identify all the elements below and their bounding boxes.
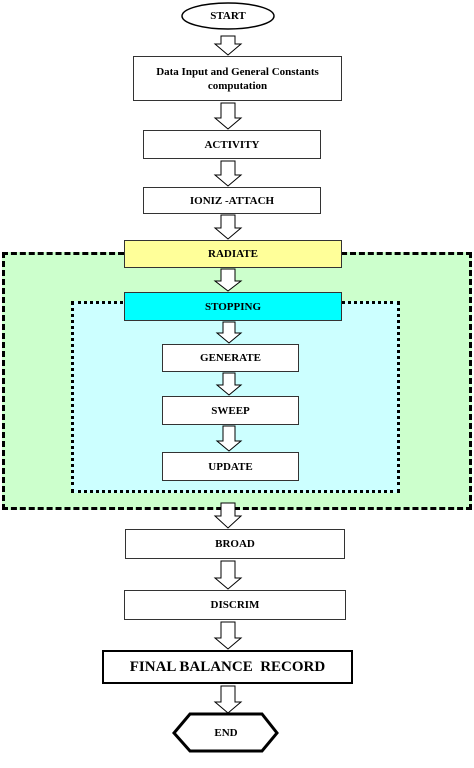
- end-label: END: [214, 727, 238, 739]
- discrim-box: DISCRIM: [124, 590, 346, 620]
- radiate-box: RADIATE: [124, 240, 342, 268]
- arrow-radiate-to-stopping: [213, 268, 243, 292]
- ioniz-attach-box: IONIZ -ATTACH: [143, 187, 321, 214]
- final-balance-box: FINAL BALANCE RECORD: [102, 650, 353, 684]
- arrow-final-to-end: [213, 685, 243, 714]
- stopping-box: STOPPING: [124, 292, 342, 321]
- arrow-input-to-activity: [213, 102, 243, 130]
- broad-box: BROAD: [125, 529, 345, 559]
- update-box: UPDATE: [162, 452, 299, 481]
- arrow-activity-to-ioniz: [213, 160, 243, 187]
- arrow-discrim-to-final: [213, 621, 243, 650]
- sweep-box: SWEEP: [162, 396, 299, 425]
- generate-box: GENERATE: [162, 344, 299, 372]
- arrow-generate-to-sweep: [215, 372, 243, 396]
- arrow-region-to-broad: [213, 502, 243, 529]
- arrow-start-to-input: [213, 35, 243, 56]
- arrow-ioniz-to-radiate: [213, 214, 243, 240]
- arrow-broad-to-discrim: [213, 560, 243, 590]
- arrow-sweep-to-update: [215, 425, 243, 452]
- arrow-stopping-to-generate: [215, 321, 243, 344]
- data-input-box: Data Input and General Constants computa…: [133, 56, 342, 101]
- start-label: START: [210, 10, 246, 22]
- activity-box: ACTIVITY: [143, 130, 321, 159]
